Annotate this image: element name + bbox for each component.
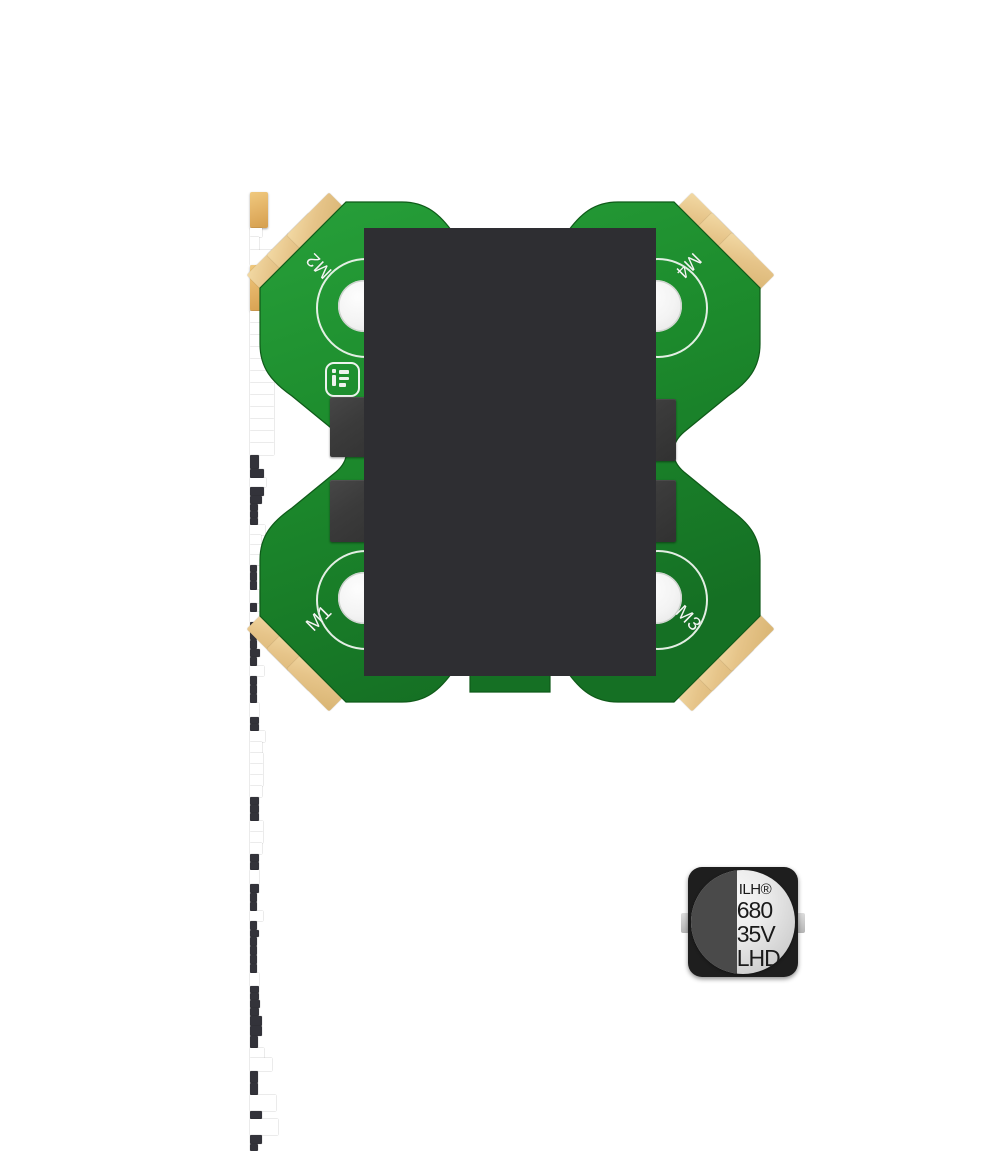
smd-cap	[250, 518, 258, 525]
smd-resistor	[250, 233, 646, 764]
smd-cap	[250, 228, 656, 854]
smd-cap	[250, 511, 258, 518]
smd-cap	[250, 964, 257, 973]
smd-cap	[250, 717, 259, 724]
smd-cap	[250, 813, 259, 821]
smd-cap	[250, 724, 259, 731]
smd-cap	[250, 946, 257, 955]
smd-cap	[250, 228, 656, 753]
smd-resistor	[250, 233, 646, 775]
smd-cap	[250, 854, 259, 862]
smd-cap	[250, 1016, 262, 1026]
smd-resistor	[250, 233, 646, 1071]
smd-cap	[250, 1135, 262, 1144]
smd-cap	[250, 955, 257, 964]
smd-cap-wide	[250, 228, 656, 1135]
smd-cap	[250, 676, 257, 685]
smd-resistor	[250, 233, 646, 786]
smd-cap	[250, 649, 260, 657]
smd-cap	[250, 986, 259, 993]
smd-cap	[250, 496, 262, 504]
smd-cap	[250, 930, 259, 937]
smd-cap	[250, 603, 257, 612]
smd-resistor	[250, 233, 646, 1058]
smd-cap	[250, 657, 257, 666]
cap-brand: ILH®	[738, 881, 772, 898]
smd-resistor	[250, 233, 646, 921]
smd-cap	[250, 487, 264, 496]
cap-voltage: 35V	[736, 921, 776, 947]
smd-cap	[250, 862, 259, 870]
cap-negative-stripe	[691, 870, 737, 974]
smd-cap	[250, 1111, 262, 1119]
smd-resistor	[250, 233, 646, 884]
smd-cap	[250, 685, 257, 694]
cap-capacitance: 680	[736, 897, 773, 923]
smd-cap	[250, 1036, 258, 1048]
tantalum-cap-top	[250, 192, 268, 228]
smd-cap	[250, 902, 257, 911]
pcb-photo-canvas: M2 M4 M1 M3	[246, 192, 805, 1151]
smd-cap	[250, 640, 257, 649]
smd-cap	[250, 805, 259, 813]
smd-resistor-wide	[250, 233, 646, 1111]
smd-resistor	[250, 233, 646, 832]
electrolytic-capacitor: ILH® 680 35V LHD	[681, 861, 805, 985]
smd-cap	[250, 504, 258, 511]
smd-cap	[250, 572, 257, 581]
smd-cap	[250, 921, 257, 930]
pcb-board: M2 M4 M1 M3	[246, 192, 805, 1151]
smd-cap	[250, 1071, 258, 1083]
smd-cap	[250, 1026, 262, 1036]
smd-cap	[250, 1083, 258, 1095]
smd-cap	[250, 993, 259, 1000]
iflight-logo-icon	[325, 362, 360, 397]
smd-cap	[250, 797, 259, 805]
smd-cap	[250, 1000, 260, 1008]
smd-cap	[250, 228, 656, 797]
smd-resistor	[250, 233, 646, 843]
smd-cap	[250, 455, 259, 469]
smd-cap	[250, 581, 257, 590]
smd-cap	[250, 884, 259, 893]
cap-markings: ILH® 680 35V LHD	[737, 876, 795, 970]
smd-cap	[250, 469, 264, 478]
cap-series: LHD	[736, 945, 781, 971]
smd-resistor	[250, 233, 646, 742]
cap-top-face: ILH® 680 35V LHD	[691, 870, 795, 974]
smd-cap	[250, 694, 257, 703]
smd-resistor	[250, 233, 646, 986]
smd-cap	[250, 937, 257, 946]
smd-cap	[250, 1008, 259, 1016]
smd-cap	[250, 1144, 258, 1151]
smd-cap	[250, 565, 257, 572]
smd-cap	[250, 893, 257, 902]
